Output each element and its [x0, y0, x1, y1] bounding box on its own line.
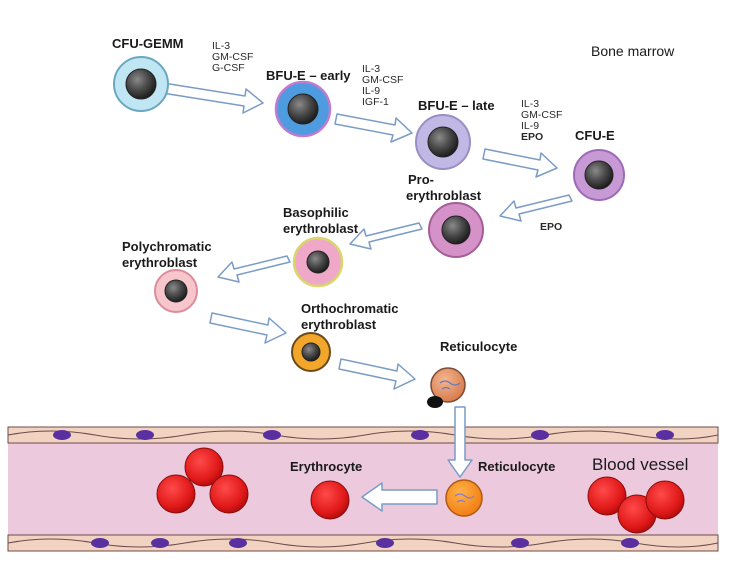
endothelial-nucleus [263, 430, 281, 440]
erythrocyte [184, 447, 224, 487]
factor-item: G-CSF [212, 62, 245, 74]
arrow-bfu-e-early-to-bfu-e-late [334, 113, 413, 143]
arrow-reticulocyte-to-vessel [447, 406, 473, 478]
endothelial-nucleus [411, 430, 429, 440]
cell-bfu-e-early [274, 80, 332, 138]
endothelial-nucleus [229, 538, 247, 548]
bfu-e-late-label: BFU-E – late [418, 98, 495, 113]
vessel-top-wall [7, 426, 719, 444]
endothelial-nucleus [91, 538, 109, 548]
polychromatic-label: Polychromatic erythroblast [122, 239, 212, 271]
erythrocyte-cluster-left [156, 447, 249, 514]
factor-item: GM-CSF [521, 109, 563, 121]
endothelial-nucleus [151, 538, 169, 548]
arrow-cfu-gemm-to-bfu-e-early [155, 81, 264, 114]
proerythroblast-label: Pro- erythroblast [406, 172, 481, 204]
erythrocyte [645, 480, 685, 520]
bfu-e-early-label: BFU-E – early [266, 68, 351, 83]
factor-item: GM-CSF [362, 74, 404, 86]
blood-vessel-label: Blood vessel [592, 455, 689, 474]
erythrocyte [587, 476, 627, 516]
factors-step4: EPO [540, 221, 563, 233]
cell-proerythroblast [428, 202, 484, 258]
factor-item: IL-3 [521, 98, 540, 110]
factors-step3: IL-3 GM-CSF IL-9 EPO [521, 99, 562, 143]
endothelial-nucleus [656, 430, 674, 440]
cell-reticulocyte-marrow [427, 367, 466, 408]
cell-cfu-gemm [113, 56, 169, 112]
arrow-orthochromatic-to-reticulocyte [338, 358, 416, 390]
bone-marrow-label: Bone marrow [591, 43, 675, 59]
factor-item: IGF-1 [362, 96, 389, 108]
extruded-nucleus [427, 396, 443, 408]
basophilic-label: Basophilic erythroblast [283, 205, 358, 237]
erythrocyte-single [310, 480, 350, 520]
orthochromatic-label-line2: erythroblast [301, 317, 377, 332]
cell-reticulocyte-vessel [445, 479, 483, 517]
basophilic-label-line1: Basophilic [283, 205, 349, 220]
cell-basophilic-erythroblast [292, 236, 344, 288]
endothelial-nucleus [511, 538, 529, 548]
vessel-bottom-wall [7, 534, 719, 552]
cell-polychromatic-erythroblast [154, 269, 198, 313]
arrow-reticulocyte-to-erythrocyte [361, 482, 438, 512]
orthochromatic-label-line1: Orthochromatic [301, 301, 399, 316]
erythrocyte-cluster-right [587, 476, 685, 534]
arrow-polychromatic-to-orthochromatic [209, 312, 287, 344]
cfu-e-label: CFU-E [575, 128, 615, 143]
polychromatic-label-line1: Polychromatic [122, 239, 212, 254]
endothelial-nucleus [621, 538, 639, 548]
orthochromatic-label: Orthochromatic erythroblast [301, 301, 399, 333]
factors-step2: IL-3 GM-CSF IL-9 IGF-1 [362, 64, 403, 108]
erythrocyte-label: Erythrocyte [290, 459, 363, 474]
factor-item-epo: EPO [521, 131, 544, 143]
proerythroblast-label-line1: Pro- [408, 172, 434, 187]
cell-bfu-e-late [415, 114, 471, 170]
arrow-bfu-e-late-to-cfu-e [482, 148, 558, 178]
arrow-proerythroblast-to-basophilic [349, 222, 423, 250]
endothelial-nucleus [53, 430, 71, 440]
cfu-gemm-label: CFU-GEMM [112, 36, 184, 51]
factor-item: IL-9 [521, 120, 540, 132]
reticulocyte-vessel-label: Reticulocyte [478, 459, 556, 474]
endothelial-nucleus [531, 430, 549, 440]
factor-item: IL-3 [212, 40, 231, 52]
erythrocyte [209, 474, 249, 514]
arrow-cfu-e-to-proerythroblast [499, 194, 573, 222]
reticulocyte-marrow-label: Reticulocyte [440, 339, 518, 354]
factor-item: IL-3 [362, 63, 381, 75]
polychromatic-label-line2: erythroblast [122, 255, 198, 270]
endothelial-nucleus [376, 538, 394, 548]
arrow-basophilic-to-polychromatic [217, 255, 291, 283]
endothelial-nucleus [136, 430, 154, 440]
erythrocyte [156, 474, 196, 514]
basophilic-label-line2: erythroblast [283, 221, 359, 236]
cell-cfu-e [573, 149, 625, 201]
cell-orthochromatic-erythroblast [291, 332, 331, 372]
proerythroblast-label-line2: erythroblast [406, 188, 482, 203]
factor-item: IL-9 [362, 85, 381, 97]
factor-item: GM-CSF [212, 51, 254, 63]
factors-step1: IL-3 GM-CSF G-CSF [212, 41, 253, 74]
